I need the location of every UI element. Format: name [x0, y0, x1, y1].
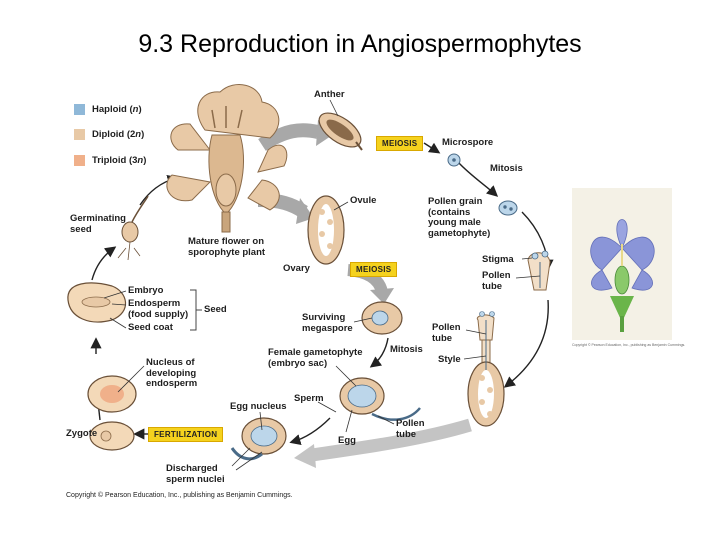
- label-ovary: Ovary: [283, 263, 310, 274]
- label-mitosis-mid: Mitosis: [390, 344, 423, 355]
- label-discharged-sperm: Discharged sperm nuclei: [166, 463, 225, 485]
- cycle-arrow-egg-zygote: [289, 417, 331, 446]
- copyright-notice: Copyright © Pearson Education, Inc., pub…: [66, 492, 293, 499]
- cycle-arrow-meiosis-microspore: [423, 142, 441, 154]
- label-egg: Egg: [338, 435, 356, 446]
- fertilization-badge: FERTILIZATION: [148, 427, 224, 442]
- label-pollen-tube-a: Pollen tube: [482, 270, 511, 292]
- surviving-megaspore-illustration: [361, 301, 403, 335]
- label-surviving-megaspore: Surviving megaspore: [302, 312, 353, 334]
- label-style: Style: [438, 354, 461, 365]
- label-microspore: Microspore: [442, 137, 494, 148]
- zygote-illustration: [89, 421, 135, 451]
- label-embryo: Embryo: [128, 285, 164, 296]
- female-gametophyte-illustration: [339, 377, 421, 421]
- ovule-illustration: [307, 195, 345, 265]
- pollen-grain-cell: [498, 200, 518, 216]
- label-pollen-tube-c: Pollen tube: [396, 418, 425, 440]
- label-pollen-grain: Pollen grain (contains young male gameto…: [428, 196, 491, 239]
- legend-haploid-swatch: [74, 104, 85, 115]
- label-female-gametophyte: Female gametophyte (embryo sac): [268, 347, 363, 369]
- label-sperm: Sperm: [294, 393, 324, 404]
- cycle-arrow-microspore-pollen: [457, 161, 499, 197]
- seed-bracket: [190, 289, 202, 331]
- legend-triploid-label: Triploid (3n): [92, 155, 147, 166]
- label-zygote: Zygote: [66, 428, 98, 439]
- ovary-pollen-tube-illustration: [467, 311, 505, 427]
- label-egg-nucleus: Egg nucleus: [230, 401, 287, 412]
- legend-triploid-swatch: [74, 155, 85, 166]
- egg-fertilization-illustration: [230, 417, 287, 461]
- germinating-seed-illustration: [117, 195, 149, 261]
- grey-arrow-flower-to-anther: [258, 123, 320, 151]
- label-endosperm: Endosperm (food supply): [128, 298, 189, 320]
- label-anther: Anther: [314, 89, 345, 100]
- slide-title: 9.3 Reproduction in Angiospermophytes: [138, 30, 582, 58]
- developing-endosperm-illustration: [87, 375, 137, 413]
- label-germinating-seed: Germinating seed: [70, 213, 126, 235]
- label-nucleus-endosperm: Nucleus of developing endosperm: [146, 357, 198, 389]
- meiosis-badge-top: MEIOSIS: [376, 136, 424, 151]
- label-mature-flower: Mature flower on sporophyte plant: [188, 236, 266, 258]
- anther-illustration: [318, 112, 363, 151]
- legend-diploid-swatch: [74, 129, 85, 140]
- label-seed-coat: Seed coat: [128, 322, 173, 333]
- photo-credit: Copyright © Pearson Education, Inc., pub…: [572, 343, 686, 347]
- stigma-illustration: [527, 250, 551, 291]
- legend-haploid-label: Haploid (n): [92, 104, 142, 115]
- label-mitosis-top: Mitosis: [490, 163, 523, 174]
- cycle-arrow-seed-germinating: [91, 246, 117, 281]
- label-stigma: Stigma: [482, 254, 514, 265]
- label-pollen-tube-b: Pollen tube: [432, 322, 461, 344]
- mature-flower-illustration: [166, 84, 288, 233]
- cycle-arrow-megaspore-gametophyte: [369, 337, 389, 368]
- label-seed: Seed: [204, 304, 227, 315]
- cycle-arrow-stigma-ovary: [503, 299, 549, 388]
- flower-photo: [572, 188, 672, 340]
- seed-illustration: [67, 282, 127, 323]
- legend-diploid-label: Diploid (2n): [92, 129, 145, 140]
- meiosis-badge-mid: MEIOSIS: [350, 262, 398, 277]
- label-ovule: Ovule: [350, 195, 377, 206]
- grey-arrow-ovary-to-egg: [311, 418, 472, 462]
